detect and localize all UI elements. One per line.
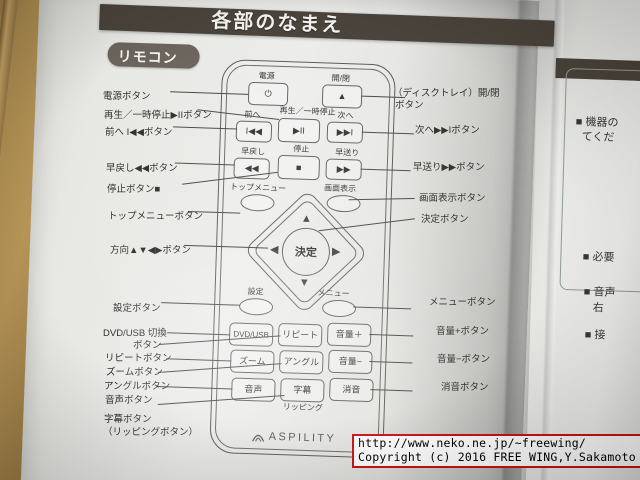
annotation-enter: 決定ボタン [421, 214, 469, 225]
annotation-menu: メニューボタン [429, 297, 496, 308]
button-stop[interactable]: ■ [277, 154, 321, 181]
annotation-subtitle-2: （リッピングボタン） [103, 427, 199, 438]
caption-menu: メニュー [317, 288, 350, 299]
rewind-icon: ◀◀ [244, 162, 259, 174]
button-power[interactable]: ⏻ [247, 81, 289, 107]
caption-next: 次へ [337, 110, 354, 121]
annotation-angle: アングルボタン [104, 381, 171, 392]
caption-display: 画面表示 [323, 183, 357, 194]
caption-power: 電源 [258, 71, 275, 81]
button-volume-up[interactable]: 音量＋ [326, 322, 372, 348]
button-dvd-usb[interactable]: DVD/USB [228, 322, 274, 347]
repeat-label: リピート [282, 329, 319, 341]
annotation-audio: 音声ボタン [105, 395, 153, 406]
fast-forward-icon: ▶▶ [336, 163, 351, 175]
button-eject[interactable]: ▲ [321, 84, 363, 109]
annotation-eject-2: ボタン [395, 100, 424, 111]
right-page-line-4: ■ 音声 [583, 285, 616, 299]
button-next[interactable]: ▶▶I [326, 121, 364, 144]
next-track-icon: ▶▶I [336, 126, 354, 138]
volume-up-label: 音量＋ [335, 328, 363, 340]
stop-icon: ■ [295, 161, 302, 173]
annotation-playpause: 再生／一時停止▶IIボタン [104, 110, 212, 121]
annotation-prev: 前へ I◀◀ボタン [105, 127, 173, 138]
play-pause-icon: ▶II [292, 124, 306, 136]
annotation-dvdusb: DVD/USB 切換 [103, 328, 167, 339]
brand-logo: ASPILITY [252, 430, 337, 445]
watermark-copyright: Copyright (c) 2016 FREE WING,Y.Sakamoto [358, 449, 636, 464]
caption-rewind: 早戻し [241, 146, 266, 157]
annotation-dpad: 方向▲▼◀▶ボタン [110, 245, 191, 256]
button-prev[interactable]: I◀◀ [235, 120, 273, 143]
annotation-subtitle: 字幕ボタン [104, 414, 152, 425]
button-volume-down[interactable]: 音量− [327, 349, 373, 375]
annotation-zoom: ズームボタン [106, 367, 163, 378]
annotation-repeat: リピートボタン [105, 353, 172, 364]
eject-icon: ▲ [337, 90, 347, 102]
caption-setup: 設定 [247, 286, 264, 297]
dpad-down-icon[interactable]: ▼ [298, 276, 310, 290]
dpad-up-icon[interactable]: ▲ [300, 212, 313, 226]
power-icon: ⏻ [264, 88, 272, 99]
right-page-line-2: てくだ [581, 130, 615, 144]
right-page-line-5: 右 [592, 301, 604, 315]
annotation-forward: 早送り▶▶ボタン [413, 162, 485, 173]
volume-down-label: 音量− [338, 356, 363, 367]
caption-eject: 開/閉 [331, 73, 351, 84]
previous-track-icon: I◀◀ [245, 125, 263, 137]
annotation-display: 画面表示ボタン [419, 193, 486, 204]
mute-label: 消音 [342, 384, 361, 395]
brand-name: ASPILITY [268, 430, 337, 445]
annotation-setup: 設定ボタン [113, 303, 161, 314]
right-page-line-3: ■ 必要 [582, 250, 615, 264]
caption-stop: 停止 [293, 144, 310, 154]
watermark-url: http://www.neko.ne.jp/~freewing/ [358, 436, 586, 450]
button-angle[interactable]: アングル [278, 350, 324, 375]
aspility-arc-logo-icon [252, 434, 265, 442]
annotation-power: 電源ボタン [103, 91, 151, 102]
button-mute[interactable]: 消音 [329, 377, 374, 403]
caption-ripping: リッピング [282, 402, 323, 413]
annotation-mute: 消音ボタン [441, 382, 489, 393]
dpad-right-icon[interactable]: ▶ [331, 245, 341, 259]
annotation-stop: 停止ボタン■ [107, 184, 161, 195]
dpad-left-icon[interactable]: ◀ [269, 243, 279, 256]
annotation-voldown: 音量−ボタン [437, 354, 491, 365]
right-page-line-6: ■ 接 [584, 328, 606, 342]
annotation-next: 次へ▶▶Iボタン [415, 125, 480, 136]
button-subtitle[interactable]: 字幕 [279, 378, 325, 403]
annotation-dvdusb-2: ボタン [133, 340, 162, 351]
caption-forward: 早送り [335, 147, 360, 158]
annotation-volup: 音量+ボタン [436, 326, 490, 337]
angle-label: アングル [283, 356, 320, 368]
annotation-eject: （ディスクトレイ）開/閉 [393, 88, 500, 99]
button-fast-forward[interactable]: ▶▶ [325, 158, 363, 181]
button-play-pause[interactable]: ▶II [277, 117, 321, 144]
audio-label: 音声 [244, 383, 263, 395]
annotation-topmenu: トップメニューボタン [108, 211, 204, 222]
button-zoom[interactable]: ズーム [229, 349, 275, 374]
button-repeat[interactable]: リピート [277, 322, 323, 348]
annotation-rewind: 早戻し◀◀ボタン [106, 163, 178, 174]
watermark-banner: http://www.neko.ne.jp/~freewing/ Copyrig… [352, 434, 640, 468]
subtitle-label: 字幕 [293, 384, 312, 396]
